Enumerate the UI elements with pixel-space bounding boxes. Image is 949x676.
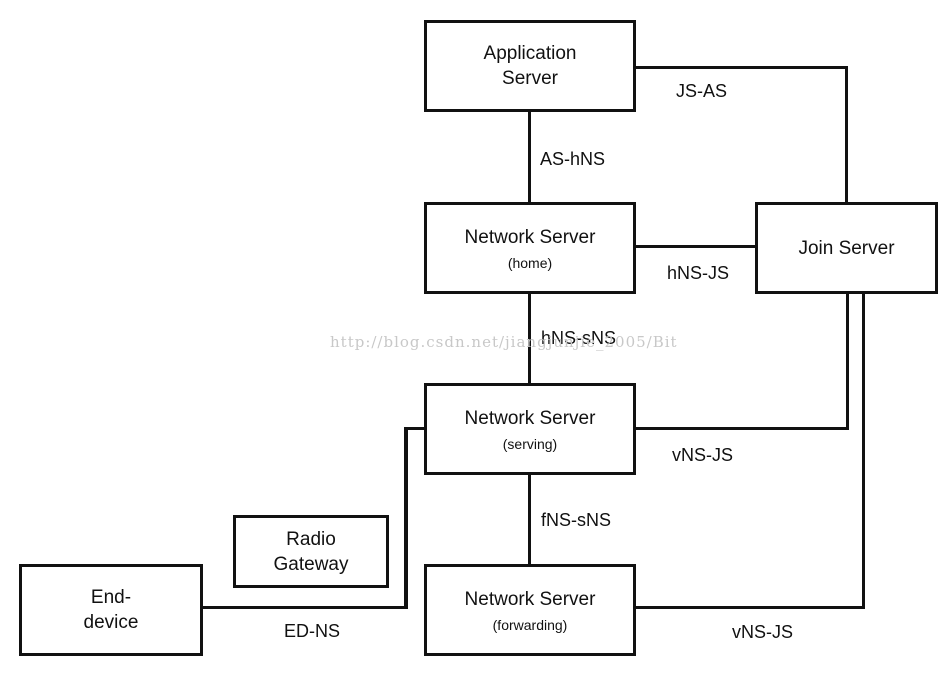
link-fns-sns-line <box>528 473 531 565</box>
link-ed-ns-line-h2 <box>404 427 425 430</box>
link-vns-js-serving-line-v <box>846 292 849 430</box>
radio-gateway-label-line2: Gateway <box>273 553 349 575</box>
link-label-fns-sns: fNS-sNS <box>541 510 612 530</box>
link-vns-js-serving-line-h <box>635 427 849 430</box>
end-device-box: End- device <box>19 564 203 656</box>
join-server-title: Join Server <box>798 237 895 259</box>
link-vns-js-forwarding-line-h <box>635 606 865 609</box>
link-label-vns-js-serving: vNS-JS <box>672 445 734 465</box>
link-label-as-hns: AS-hNS <box>540 149 606 169</box>
network-server-home-box: Network Server (home) <box>424 202 636 294</box>
join-server-box: Join Server <box>755 202 938 294</box>
link-js-as-line-h <box>635 66 848 69</box>
network-server-forwarding-sub: (forwarding) <box>492 616 568 633</box>
link-ed-ns-line-v <box>404 427 408 609</box>
link-ed-ns-line-h1 <box>201 606 408 609</box>
network-server-serving-title: Network Server <box>464 407 596 429</box>
radio-gateway-label-line1: Radio <box>286 528 336 550</box>
link-label-ed-ns: ED-NS <box>284 621 341 641</box>
network-server-serving-sub: (serving) <box>502 435 558 452</box>
end-device-label-line1: End- <box>90 587 132 608</box>
application-server-label-line2: Server <box>502 68 558 89</box>
link-as-hns-line <box>528 111 531 203</box>
link-js-as-line-v <box>845 66 848 203</box>
link-vns-js-forwarding-line-v <box>862 292 865 609</box>
link-hns-sns-line <box>528 292 531 384</box>
network-server-forwarding-title: Network Server <box>464 588 596 610</box>
link-hns-js-line <box>635 245 756 248</box>
network-server-forwarding-box: Network Server (forwarding) <box>424 564 636 656</box>
network-server-serving-box: Network Server (serving) <box>424 383 636 475</box>
watermark-text: http://blog.csdn.net/jiangjunjie_2005/Bi… <box>330 333 678 351</box>
link-label-vns-js-forwarding: vNS-JS <box>732 622 794 642</box>
radio-gateway-box: Radio Gateway <box>233 515 389 588</box>
application-server-box: Application Server <box>424 20 636 112</box>
network-server-home-title: Network Server <box>464 226 596 248</box>
network-server-home-sub: (home) <box>507 254 553 271</box>
link-label-hns-js: hNS-JS <box>667 263 730 283</box>
link-label-js-as: JS-AS <box>676 81 728 101</box>
end-device-label-line2: device <box>83 612 139 633</box>
link-label-hns-sns: hNS-sNS <box>541 328 617 348</box>
application-server-label-line1: Application <box>483 43 577 64</box>
